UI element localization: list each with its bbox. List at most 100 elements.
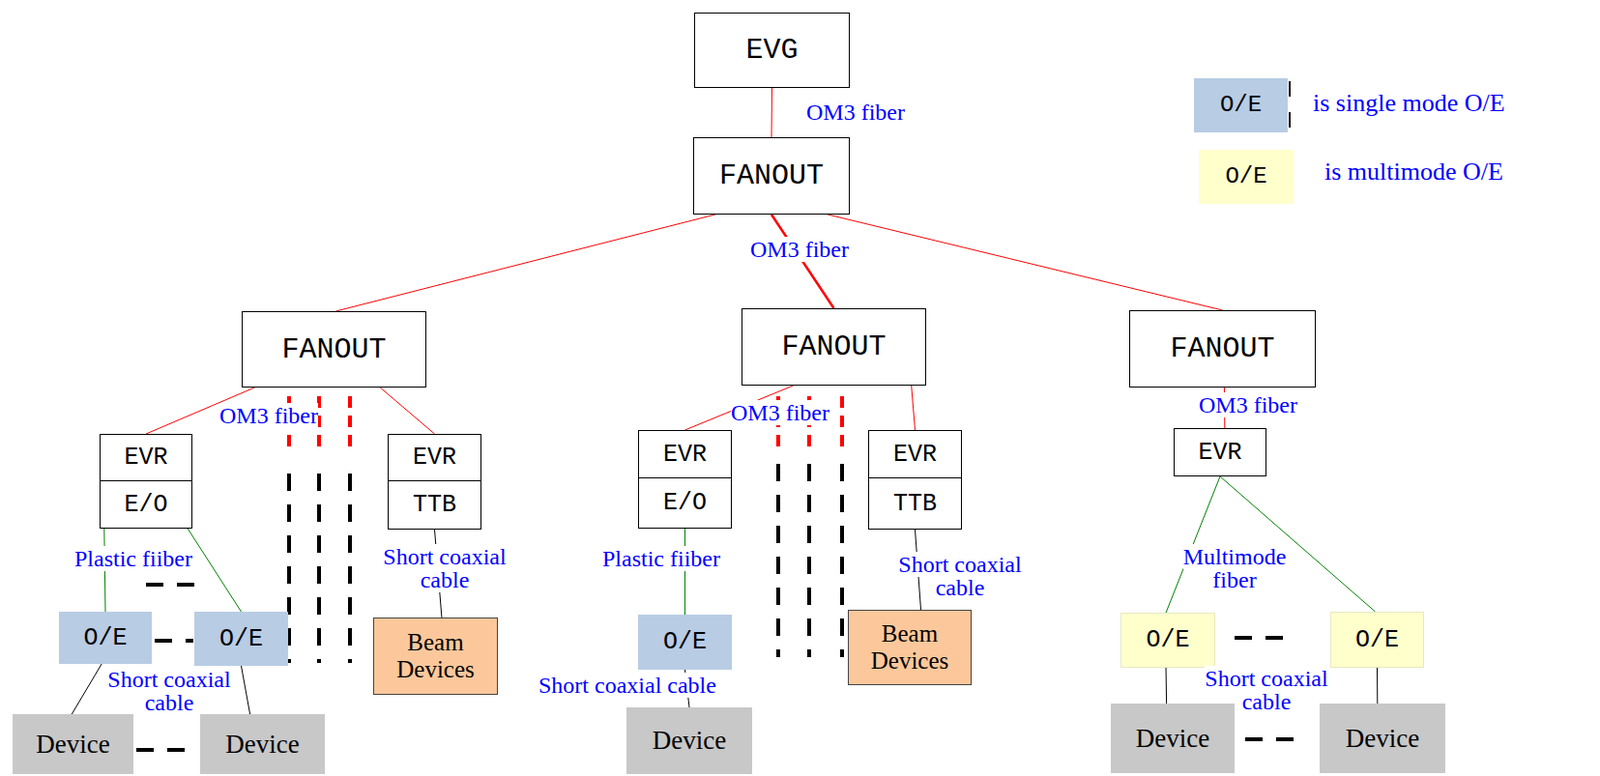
box-text: TTB [893, 490, 937, 519]
converter-box: O/E [58, 611, 152, 665]
bracket-line [1288, 81, 1291, 97]
cable-label: Multimode fiber [1162, 545, 1308, 592]
box-text: O/E [219, 625, 263, 654]
device-box: Device [1319, 703, 1446, 774]
legend-bracket [1288, 81, 1291, 128]
device-box: Device [12, 714, 134, 775]
box-text: E/O [123, 491, 168, 520]
fanout-box: FANOUT [241, 311, 427, 388]
beam-device-box: Beam Devices [847, 610, 972, 686]
legend-text: is multimode O/E [1324, 157, 1504, 187]
legend-text: is single mode O/E [1312, 88, 1506, 118]
edge-label-text: OM3 fiber [750, 236, 849, 262]
cable-label: Short coaxial cable [357, 545, 532, 592]
dash-line [1234, 636, 1291, 640]
connector [827, 214, 1222, 311]
cable-label: Plastic fiiber [74, 547, 193, 571]
cable-label-text: Short coaxial cable [538, 672, 717, 699]
dash-line [145, 582, 202, 587]
cable-label: Short coaxial cable [1179, 667, 1354, 714]
cable-label: Short coaxial cable [82, 668, 257, 715]
cable-label: Short coaxial cable [538, 673, 717, 698]
box-text: FANOUT [281, 333, 386, 367]
connector [187, 528, 241, 612]
box-text: O/E [1145, 626, 1190, 655]
cable-label: Plastic fiiber [602, 547, 721, 571]
converter-box: E/O [99, 480, 193, 529]
dash-line [348, 396, 352, 447]
connector [1376, 668, 1378, 704]
dash-line [154, 639, 194, 643]
box-text: EVR [893, 440, 937, 469]
red-dashes [289, 396, 843, 447]
receiver-box: EVR [387, 434, 482, 482]
box-text: O/E [1355, 626, 1399, 655]
connector [335, 214, 715, 312]
connector [241, 666, 251, 715]
cable-label-text: Short coaxial cable [1204, 666, 1328, 715]
box-text: Device [1345, 724, 1420, 755]
cable-label-text: Plastic fiiber [602, 546, 721, 572]
cable-label-text: Short coaxial cable [898, 552, 1021, 601]
box-text: Device [35, 729, 110, 760]
dash-line [807, 464, 812, 658]
cable-label-text: Plastic fiiber [74, 546, 193, 572]
cable-label: Short coaxial cable [872, 552, 1048, 600]
receiver-box: EVR [868, 430, 962, 479]
cable-label: OM3 fiber [219, 404, 319, 428]
box-text: EVR [663, 440, 707, 469]
fanout-box: FANOUT [693, 137, 850, 215]
connector [379, 387, 435, 435]
box-text: Device [1135, 724, 1210, 755]
swatch-text: O/E [1220, 93, 1262, 117]
box-text: EVR [123, 443, 168, 472]
device-box: Device [626, 707, 753, 775]
converter-box: O/E [194, 611, 289, 667]
cable-label-text: OM3 fiber [219, 403, 319, 429]
box-text: FANOUT [781, 330, 886, 364]
converter-box: O/E [638, 614, 732, 670]
connector [1165, 668, 1168, 704]
edge-label: OM3 fiber [806, 100, 905, 124]
box-text: O/E [663, 628, 707, 657]
dash-line [840, 396, 844, 447]
box-text: FANOUT [719, 159, 824, 193]
edge-label-text: OM3 fiber [806, 99, 905, 125]
box-text: EVR [1197, 438, 1242, 467]
swatch-text: O/E [1224, 165, 1267, 189]
swatch-label: O/E [1198, 149, 1294, 204]
box-text: E/O [663, 489, 707, 518]
box-text: Beam Devices [848, 620, 971, 675]
cable-label: OM3 fiber [730, 401, 830, 425]
box-text: TTB [412, 491, 457, 520]
device-box: Device [200, 714, 325, 775]
edge-label: OM3 fiber [750, 237, 849, 262]
beam-device-box: Beam Devices [373, 617, 498, 696]
dash-line [1245, 737, 1302, 742]
box-text: FANOUT [1169, 332, 1275, 366]
box-text: EVG [745, 33, 798, 67]
bracket-line [1288, 112, 1291, 128]
edge-label-text: OM3 fiber [1198, 392, 1298, 418]
box-text: Device [225, 729, 299, 760]
dash-line [317, 473, 321, 664]
connector [684, 528, 686, 615]
connector [911, 385, 916, 431]
swatch-label: O/E [1193, 78, 1288, 133]
converter-box: O/E [1330, 611, 1425, 669]
dash-line [136, 748, 198, 753]
converter-box: E/O [638, 477, 732, 529]
connector [71, 664, 102, 715]
cable-label-text: Multimode fiber [1183, 544, 1287, 593]
edge-label: OM3 fiber [1198, 393, 1298, 417]
fanout-box: FANOUT [741, 308, 927, 386]
cable-label-text: OM3 fiber [730, 400, 830, 426]
box-text: EVR [412, 443, 457, 472]
dash-line [348, 473, 352, 664]
box-text: O/E [83, 624, 127, 653]
box-text: Device [652, 726, 727, 757]
converter-box: O/E [1120, 612, 1216, 669]
fanout-box: FANOUT [1129, 310, 1316, 388]
dash-line [840, 464, 844, 658]
